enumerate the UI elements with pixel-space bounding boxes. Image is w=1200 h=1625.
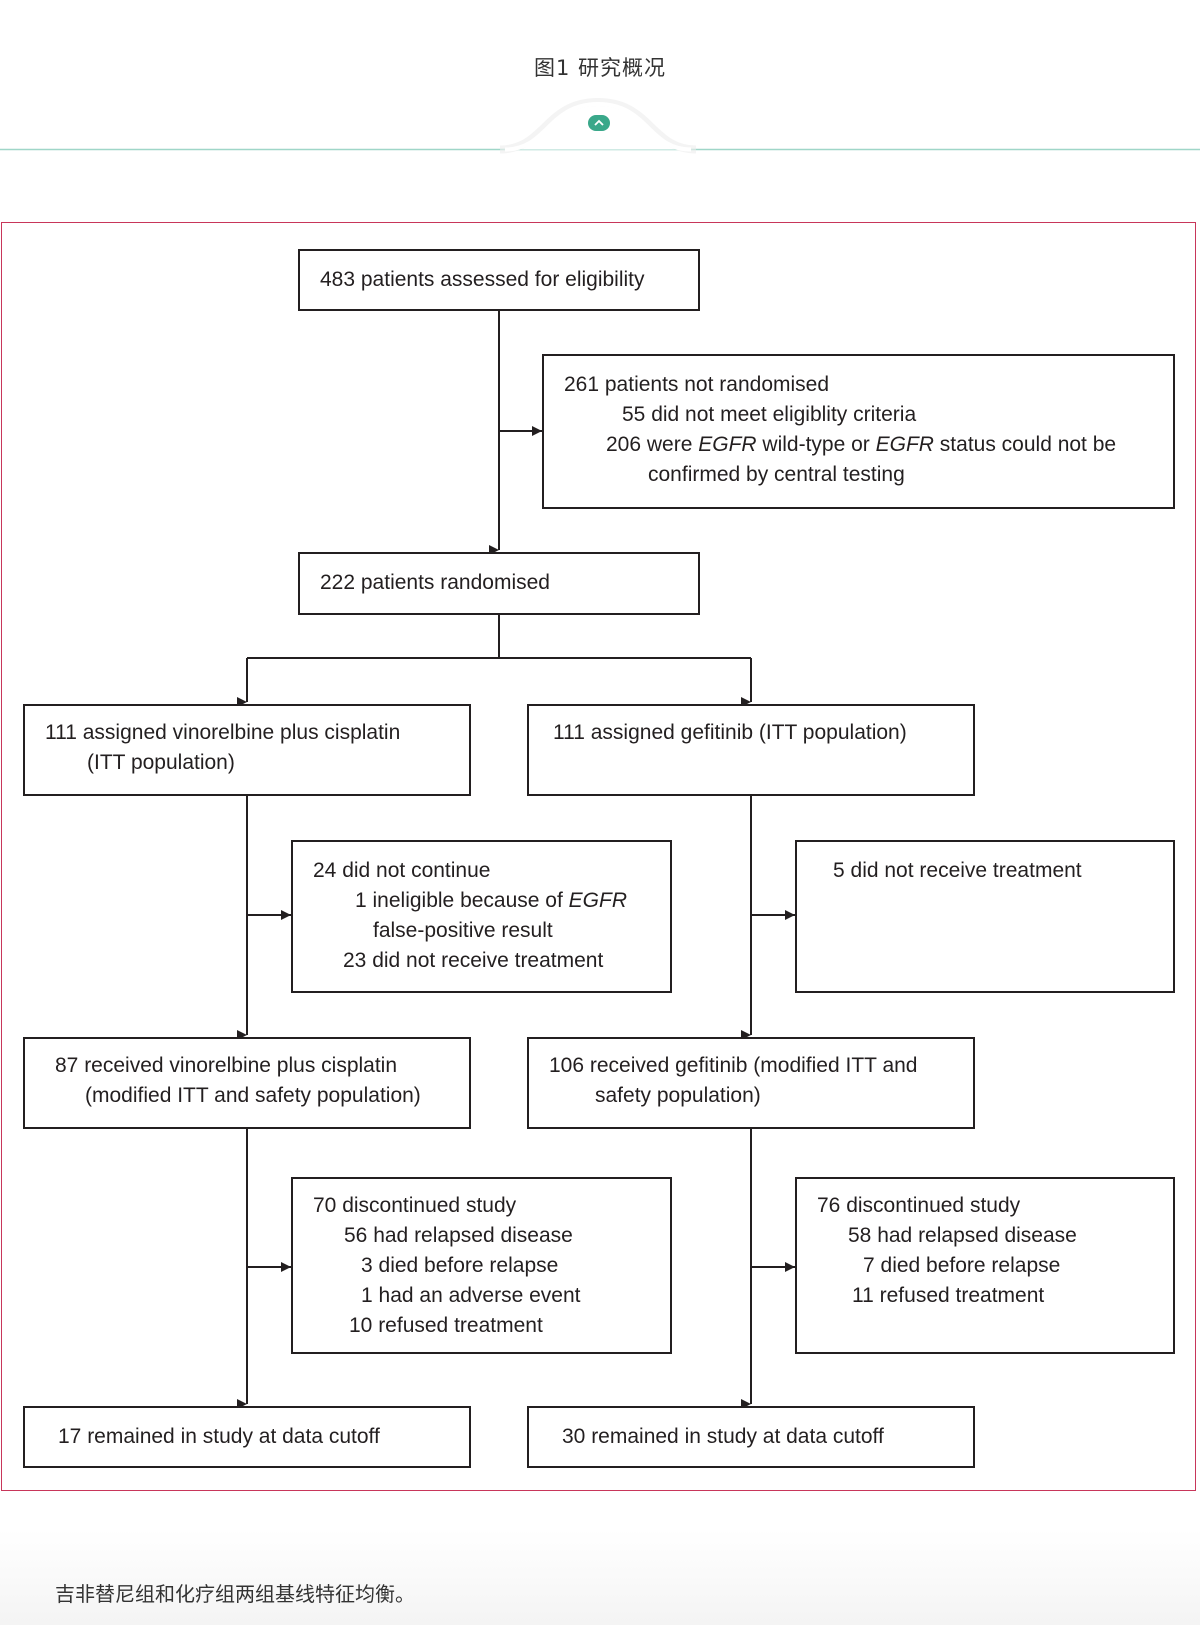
box-right-remained: 30 remained in study at data cutoff — [527, 1406, 975, 1468]
box-not-randomised: 261 patients not randomised 55 did not m… — [542, 354, 1175, 509]
not-randomised-line1: 55 did not meet eligiblity criteria — [622, 403, 917, 426]
left-no-treatment: 23 did not receive treatment — [343, 949, 604, 972]
left-ineligible-line2: false-positive result — [373, 919, 553, 942]
left-disc-died: 3 died before relapse — [361, 1254, 559, 1277]
box-left-not-continue: 24 did not continue 1 ineligible because… — [291, 840, 672, 993]
right-disc-relapsed: 58 had relapsed disease — [848, 1224, 1077, 1247]
left-disc-relapsed: 56 had relapsed disease — [344, 1224, 573, 1247]
left-disc-adverse: 1 had an adverse event — [361, 1284, 581, 1307]
box-left-assigned: 111 assigned vinorelbine plus cisplatin … — [23, 704, 471, 796]
right-received-line1: 106 received gefitinib (modified ITT and — [549, 1054, 918, 1077]
box-left-received: 87 received vinorelbine plus cisplatin (… — [23, 1037, 471, 1129]
box-right-received: 106 received gefitinib (modified ITT and… — [527, 1037, 975, 1129]
randomised-text: 222 patients randomised — [320, 571, 550, 594]
right-received-line2: safety population) — [595, 1084, 761, 1107]
box-left-remained: 17 remained in study at data cutoff — [23, 1406, 471, 1468]
left-assigned-line2: (ITT population) — [87, 751, 235, 774]
not-randomised-line2: 206 were EGFR wild-type or EGFR status c… — [606, 433, 1117, 456]
right-no-treatment-text: 5 did not receive treatment — [833, 859, 1082, 882]
box-assessed: 483 patients assessed for eligibility — [298, 249, 700, 311]
right-assigned-line: 111 assigned gefitinib (ITT population) — [553, 721, 907, 744]
box-randomised: 222 patients randomised — [298, 552, 700, 615]
left-remained-text: 17 remained in study at data cutoff — [58, 1425, 380, 1448]
left-received-line2: (modified ITT and safety population) — [85, 1084, 421, 1107]
box-left-discontinued: 70 discontinued study 56 had relapsed di… — [291, 1177, 672, 1354]
caption-text: 吉非替尼组和化疗组两组基线特征均衡。 — [55, 1582, 415, 1606]
figure-frame — [1, 222, 1196, 1491]
figure-title: 图1 研究概况 — [533, 56, 667, 80]
collapse-button[interactable] — [588, 115, 610, 131]
assessed-text: 483 patients assessed for eligibility — [320, 268, 645, 291]
right-discontinued-title: 76 discontinued study — [817, 1194, 1021, 1217]
left-not-continue-title: 24 did not continue — [313, 859, 491, 882]
right-disc-refused: 11 refused treatment — [852, 1284, 1045, 1307]
left-ineligible-line1: 1 ineligible because of EGFR — [355, 889, 627, 912]
box-right-assigned: 111 assigned gefitinib (ITT population) — [527, 704, 975, 796]
left-received-line1: 87 received vinorelbine plus cisplatin — [55, 1054, 398, 1077]
caption-area: 吉非替尼组和化疗组两组基线特征均衡。 — [0, 1530, 1200, 1625]
box-right-discontinued: 76 discontinued study 58 had relapsed di… — [795, 1177, 1175, 1354]
not-randomised-line3: confirmed by central testing — [648, 463, 905, 486]
right-remained-text: 30 remained in study at data cutoff — [562, 1425, 884, 1448]
right-disc-died: 7 died before relapse — [863, 1254, 1061, 1277]
left-discontinued-title: 70 discontinued study — [313, 1194, 517, 1217]
left-disc-refused: 10 refused treatment — [349, 1314, 543, 1337]
left-assigned-line1: 111 assigned vinorelbine plus cisplatin — [45, 721, 401, 744]
chevron-up-icon — [594, 119, 604, 126]
not-randomised-title: 261 patients not randomised — [564, 373, 830, 396]
box-right-no-treatment: 5 did not receive treatment — [795, 840, 1175, 993]
